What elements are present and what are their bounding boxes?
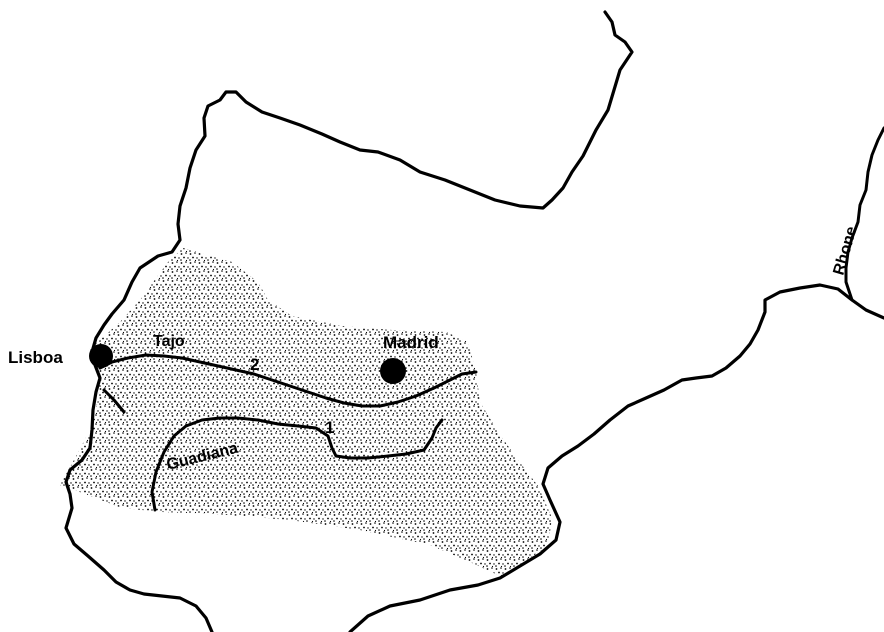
rhone-river: [844, 126, 884, 302]
stippled-region: [60, 248, 552, 576]
madrid-city-marker: [380, 358, 406, 384]
tajo-river: [98, 353, 478, 408]
iberia-coastline: [64, 10, 884, 632]
guadiana-river: [150, 416, 444, 512]
marker-2-label: 2: [250, 355, 259, 374]
rhone-label: Rhone: [831, 224, 861, 277]
lisboa-label: Lisboa: [8, 348, 63, 367]
madrid-label: Madrid: [383, 333, 439, 352]
lisboa-city-marker: [89, 344, 113, 368]
tajo-label: Tajo: [153, 333, 185, 350]
tajo-estuary-branch: [102, 388, 126, 414]
marker-1-label: 1: [325, 418, 334, 437]
